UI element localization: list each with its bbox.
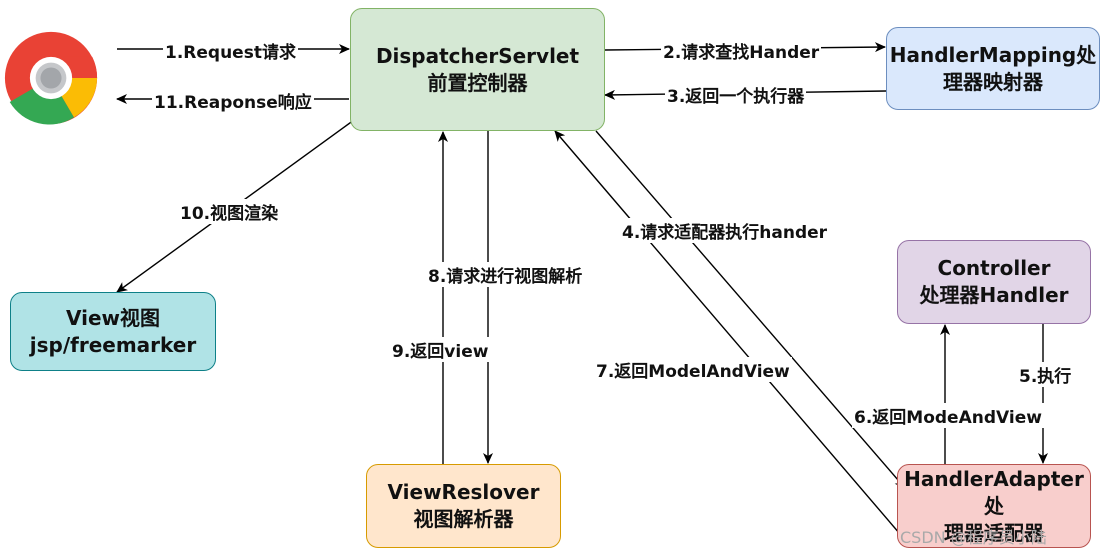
edge-label-return-modelandview: 7.返回ModelAndView <box>594 357 792 382</box>
view-line2: jsp/freemarker <box>29 332 197 357</box>
edge-label-return-modeandview: 6.返回ModeAndView <box>852 403 1044 428</box>
adapter-line2: 理器适配器 <box>944 520 1044 545</box>
controller-line2: 处理器Handler <box>919 283 1069 307</box>
dispatcher-line2: 前置控制器 <box>427 70 528 95</box>
mapping-line1: HandlerMapping处 <box>889 42 1097 67</box>
edge-label-return-executor: 3.返回一个执行器 <box>665 82 807 107</box>
resolver-line1: ViewReslover <box>387 480 540 504</box>
resolver-line2: 视图解析器 <box>413 507 514 531</box>
controller-line1: Controller <box>937 256 1051 280</box>
handler-adapter-node: HandlerAdapter处 理器适配器 <box>897 464 1091 548</box>
edge-label-response: 11.Reaponse响应 <box>152 88 314 113</box>
edge-label-return-view: 9.返回view <box>390 337 491 362</box>
view-resolver-node: ViewReslover 视图解析器 <box>366 464 561 548</box>
edge-label-view-resolve: 8.请求进行视图解析 <box>426 262 585 287</box>
dispatcher-servlet-node: DispatcherServlet 前置控制器 <box>350 8 605 131</box>
edge-return-modelandview-line <box>554 130 901 535</box>
edge-label-find-handler: 2.请求查找Hander <box>661 38 822 63</box>
edge-adapter-request-line <box>595 130 906 489</box>
edge-label-execute: 5.执行 <box>1017 362 1074 387</box>
edge-label-request: 1.Request请求 <box>163 38 298 63</box>
mapping-line2: 理器映射器 <box>943 69 1043 94</box>
edge-label-adapter-request: 4.请求适配器执行hander <box>620 218 830 243</box>
controller-node: Controller 处理器Handler <box>897 240 1091 324</box>
watermark: CSDN @程序员小陆 <box>900 528 1047 547</box>
handler-mapping-node: HandlerMapping处 理器映射器 <box>886 27 1100 110</box>
edge-label-render: 10.视图渲染 <box>178 199 281 224</box>
view-line1: View视图 <box>65 305 161 330</box>
adapter-line1: HandlerAdapter处 <box>904 466 1084 518</box>
view-node: View视图 jsp/freemarker <box>10 292 216 371</box>
dispatcher-line1: DispatcherServlet <box>375 43 580 68</box>
chrome-browser-icon <box>4 31 98 125</box>
